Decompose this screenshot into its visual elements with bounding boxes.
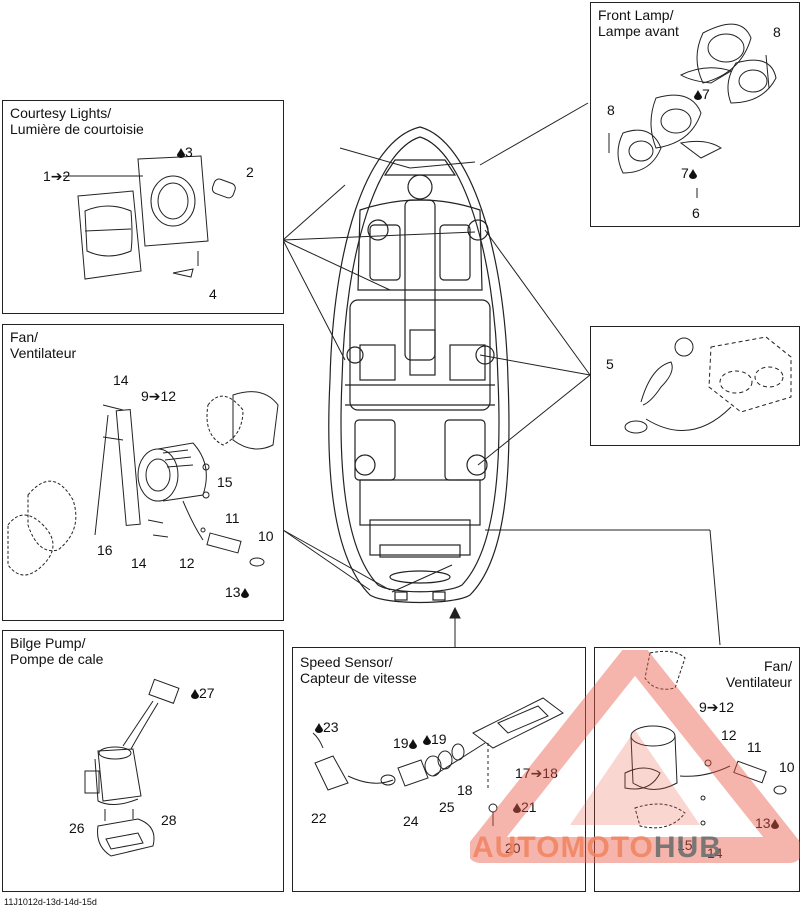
panel-title: Front Lamp/ Lampe avant xyxy=(598,7,679,39)
part-label-21: 21 xyxy=(513,800,537,814)
part-label-9-to-12: 9➔12 xyxy=(141,388,177,404)
oil-drop-icon xyxy=(688,169,697,179)
courtesy-lights-panel: Courtesy Lights/ Lumière de courtoisie 1… xyxy=(2,100,284,314)
courtesy-lights-drawing xyxy=(63,155,236,280)
part-label-6: 6 xyxy=(692,205,700,221)
part-label-22: 22 xyxy=(311,810,327,826)
bilge-pump-panel: Bilge Pump/ Pompe de cale 27 26 28 xyxy=(2,630,284,892)
oil-drop-icon xyxy=(770,819,779,829)
connector-drawing xyxy=(624,336,792,434)
part-label-17-to-18: 17➔18 xyxy=(515,765,558,781)
part-label-24: 24 xyxy=(403,813,419,829)
part-label-27: 27 xyxy=(191,686,215,700)
part-label-10: 10 xyxy=(258,528,274,544)
part-label-11: 11 xyxy=(225,510,240,526)
oil-drop-icon xyxy=(191,689,199,699)
front-lamp-panel: Front Lamp/ Lampe avant 8 7 8 7 6 xyxy=(590,2,800,227)
part-label-23: 23 xyxy=(315,720,339,734)
fan-right-panel: Fan/ Ventilateur 9➔12 12 11 10 13 15 14 xyxy=(594,647,800,892)
part-label-11: 11 xyxy=(747,739,762,755)
part-label-13: 13 xyxy=(755,816,779,830)
part-label-7b: 7 xyxy=(681,166,697,180)
panel-title: Bilge Pump/ Pompe de cale xyxy=(10,635,104,667)
panel-title: Speed Sensor/ Capteur de vitesse xyxy=(300,654,417,686)
part-label-5: 5 xyxy=(606,356,614,372)
part-label-1-to-2: 1➔2 xyxy=(43,168,71,184)
speed-sensor-drawing xyxy=(312,697,564,826)
part-label-12: 12 xyxy=(721,727,737,743)
part-label-4: 4 xyxy=(209,286,217,302)
part-label-25: 25 xyxy=(439,799,455,815)
speed-sensor-panel: Speed Sensor/ Capteur de vitesse 23 19 1… xyxy=(292,647,586,892)
part-label-19: 19 xyxy=(393,736,417,750)
panel-title: Fan/ Ventilateur xyxy=(725,658,792,690)
part-label-15: 15 xyxy=(677,837,693,853)
front-lamp-drawing xyxy=(608,23,777,198)
panel-title: Courtesy Lights/ Lumière de courtoisie xyxy=(10,105,144,137)
oil-drop-icon xyxy=(513,803,521,813)
oil-drop-icon xyxy=(423,735,431,745)
part-label-16: 16 xyxy=(97,542,113,558)
part-label-8b: 8 xyxy=(607,102,615,118)
part-label-20: 20 xyxy=(505,840,521,856)
fan-left-drawing xyxy=(7,391,279,576)
part-label-18: 18 xyxy=(457,782,473,798)
part-label-9-to-12: 9➔12 xyxy=(699,699,735,715)
part-label-10: 10 xyxy=(779,759,795,775)
oil-drop-icon xyxy=(315,723,323,733)
part-label-26: 26 xyxy=(69,820,85,836)
part-label-15: 15 xyxy=(217,474,233,490)
drawing-reference-code: 11J1012d-13d-14d-15d xyxy=(4,897,97,907)
connector-panel: 5 xyxy=(590,326,800,446)
part-label-13: 13 xyxy=(225,585,249,599)
part-label-14b: 14 xyxy=(131,555,147,571)
oil-drop-icon xyxy=(408,739,417,749)
part-label-7: 7 xyxy=(694,87,710,101)
oil-drop-icon xyxy=(240,588,249,598)
part-label-19b: 19 xyxy=(423,732,447,746)
part-label-8: 8 xyxy=(773,24,781,40)
part-label-28: 28 xyxy=(161,812,177,828)
panel-title: Fan/ Ventilateur xyxy=(10,329,77,361)
part-label-3: 3 xyxy=(177,145,193,159)
bilge-pump-drawing xyxy=(84,678,180,857)
part-label-2: 2 xyxy=(246,164,254,180)
fan-left-panel: Fan/ Ventilateur 14 9➔12 xyxy=(2,324,284,621)
fan-right-drawing xyxy=(624,650,787,829)
oil-drop-icon xyxy=(694,90,702,100)
part-label-14: 14 xyxy=(113,372,129,388)
part-label-14: 14 xyxy=(707,845,723,861)
oil-drop-icon xyxy=(177,148,185,158)
part-label-12: 12 xyxy=(179,555,195,571)
